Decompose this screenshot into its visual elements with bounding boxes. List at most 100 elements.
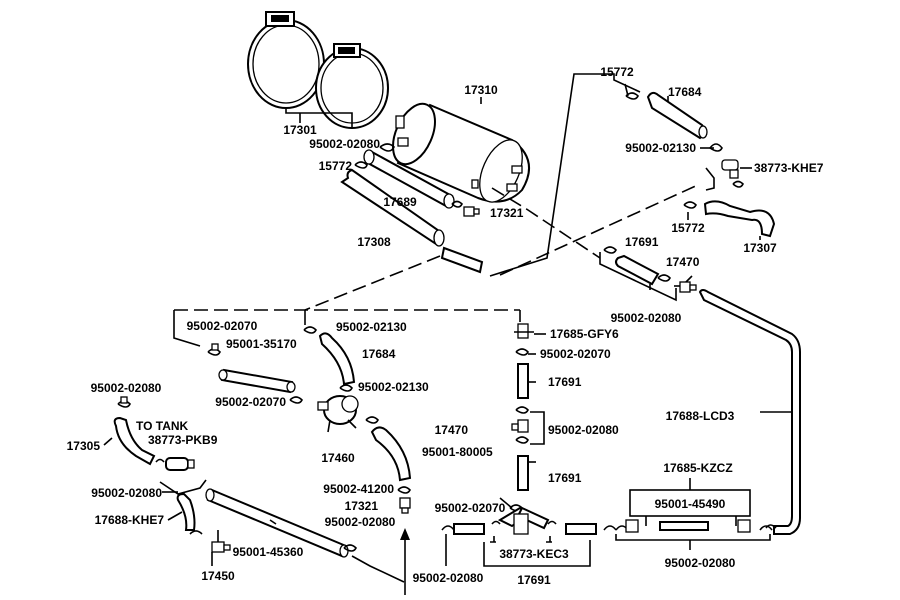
clamp-15772-left xyxy=(354,161,368,169)
label-95002-02070-c: 95002-02070 xyxy=(540,347,611,361)
label-95002-02130-b: 95002-02130 xyxy=(336,320,407,334)
hose-17684-center xyxy=(318,332,356,386)
hose-17691-vertical-1 xyxy=(517,363,529,399)
label-17321-b: 17321 xyxy=(345,499,379,513)
label-15772-a: 15772 xyxy=(600,65,634,79)
label-15772-c: 15772 xyxy=(671,221,705,235)
clamp-95002-02070-center xyxy=(515,348,529,356)
label-95002-02080-d: 95002-02080 xyxy=(548,423,619,437)
clamp-95002-02130-center xyxy=(303,326,317,334)
clamp-95002-41200 xyxy=(397,486,411,494)
clamp-95002-02130-top xyxy=(709,143,723,152)
label-17689: 17689 xyxy=(383,195,417,209)
leader-17305 xyxy=(103,437,113,446)
dashed-route-1 xyxy=(491,187,601,259)
route-line-6 xyxy=(173,310,201,347)
dashed-route-4 xyxy=(304,255,441,311)
hose-17688-khe7 xyxy=(176,492,203,535)
label-17470-a: 17470 xyxy=(666,255,700,269)
hose-17307 xyxy=(703,200,776,238)
fitting-17470-center xyxy=(511,406,545,445)
label-17308: 17308 xyxy=(357,235,391,249)
label-95002-41200: 95002-41200 xyxy=(323,482,394,496)
label-15772-b: 15772 xyxy=(319,159,353,173)
fitting-17470-right xyxy=(674,275,697,293)
hose-17689 xyxy=(363,149,455,209)
label-17470-b: 17470 xyxy=(435,423,469,437)
label-38773-khe7: 38773-KHE7 xyxy=(754,161,824,175)
label-95001-35170: 95001-35170 xyxy=(226,337,297,351)
clamp-95002-02080-farleft xyxy=(117,396,131,408)
valve-17460 xyxy=(317,395,359,433)
hose-95001-80005 xyxy=(365,416,412,482)
hose-17688-lcd3 xyxy=(698,289,801,535)
label-17688-khe7: 17688-KHE7 xyxy=(95,513,165,527)
hose-17305 xyxy=(113,416,156,466)
fitting-17321-upper xyxy=(451,200,480,217)
label-17684-a: 17684 xyxy=(668,85,702,99)
label-to-tank: TO TANK xyxy=(136,419,189,433)
hoses-17691-horizontal xyxy=(441,523,617,535)
label-17305: 17305 xyxy=(67,439,101,453)
clamp-95002-02070-left xyxy=(207,343,221,356)
fitting-17450 xyxy=(211,530,231,566)
fitting-17685-gfy6 xyxy=(514,323,534,339)
canister-17310 xyxy=(392,102,531,203)
leader-95002-02070-d xyxy=(499,497,513,509)
fitting-38773-pkb9 xyxy=(155,457,195,471)
clamp-95002-02080-upper xyxy=(379,143,395,152)
label-17321-a: 17321 xyxy=(490,206,524,220)
hose-17684-upper xyxy=(646,91,708,140)
label-38773-kec3: 38773-KEC3 xyxy=(499,547,569,561)
label-95002-02070-a: 95002-02070 xyxy=(187,319,258,333)
label-95002-02080-a: 95002-02080 xyxy=(309,137,380,151)
clamp-15772-upper xyxy=(625,92,639,100)
label-95001-45360: 95001-45360 xyxy=(233,545,304,559)
label-95001-45490: 95001-45490 xyxy=(655,497,726,511)
tee-38773-kec3 xyxy=(491,504,557,535)
fitting-17321-lower xyxy=(399,497,411,514)
bracket-95002-02080-farleft xyxy=(159,479,207,495)
label-17691-d: 17691 xyxy=(517,573,551,587)
hose-95001-45360 xyxy=(205,488,357,558)
leader-17301 xyxy=(285,108,353,128)
label-17450: 17450 xyxy=(201,569,235,583)
label-17301: 17301 xyxy=(283,123,317,137)
bracket-17691-d xyxy=(483,540,591,567)
label-95001-80005: 95001-80005 xyxy=(422,445,493,459)
label-17310: 17310 xyxy=(464,83,498,97)
band-clamp-left xyxy=(247,11,325,109)
label-17685-gfy6: 17685-GFY6 xyxy=(550,327,619,341)
route-line-2 xyxy=(489,73,641,277)
clamp-95002-02070-b xyxy=(289,396,303,404)
bracket-95002-02080-right xyxy=(599,252,677,302)
bracket-38773-kec3 xyxy=(490,536,552,543)
dashed-route-3 xyxy=(499,183,701,276)
hose-17691-vertical-2 xyxy=(517,455,529,491)
leader-95002-02080-g xyxy=(351,555,405,583)
label-17685-kzcz: 17685-KZCZ xyxy=(663,461,732,475)
label-95002-02080-e: 95002-02080 xyxy=(91,486,162,500)
label-17460: 17460 xyxy=(321,451,355,465)
clamp-15772-lower xyxy=(683,201,697,209)
hose-17691-right-upper xyxy=(615,254,660,286)
assembly-17685-kzcz xyxy=(615,478,773,550)
clamp-95002-02130-mid xyxy=(339,384,353,392)
arrow-head xyxy=(400,528,410,540)
hose-17308 xyxy=(340,168,484,274)
label-95002-02130-a: 95002-02130 xyxy=(625,141,696,155)
leader-95001-45360 xyxy=(269,519,277,525)
label-95002-02080-h: 95002-02080 xyxy=(413,571,484,585)
label-95002-02080-c: 95002-02080 xyxy=(91,381,162,395)
label-95002-02130-c: 95002-02130 xyxy=(358,380,429,394)
band-clamp-right xyxy=(315,43,389,129)
label-17307: 17307 xyxy=(743,241,777,255)
label-17688-lcd3: 17688-LCD3 xyxy=(666,409,735,423)
hose-95001-35170 xyxy=(218,368,296,394)
label-95002-02080-b: 95002-02080 xyxy=(611,311,682,325)
label-95002-02080-f: 95002-02080 xyxy=(325,515,396,529)
label-17691-a: 17691 xyxy=(625,235,659,249)
label-17691-b: 17691 xyxy=(548,375,582,389)
